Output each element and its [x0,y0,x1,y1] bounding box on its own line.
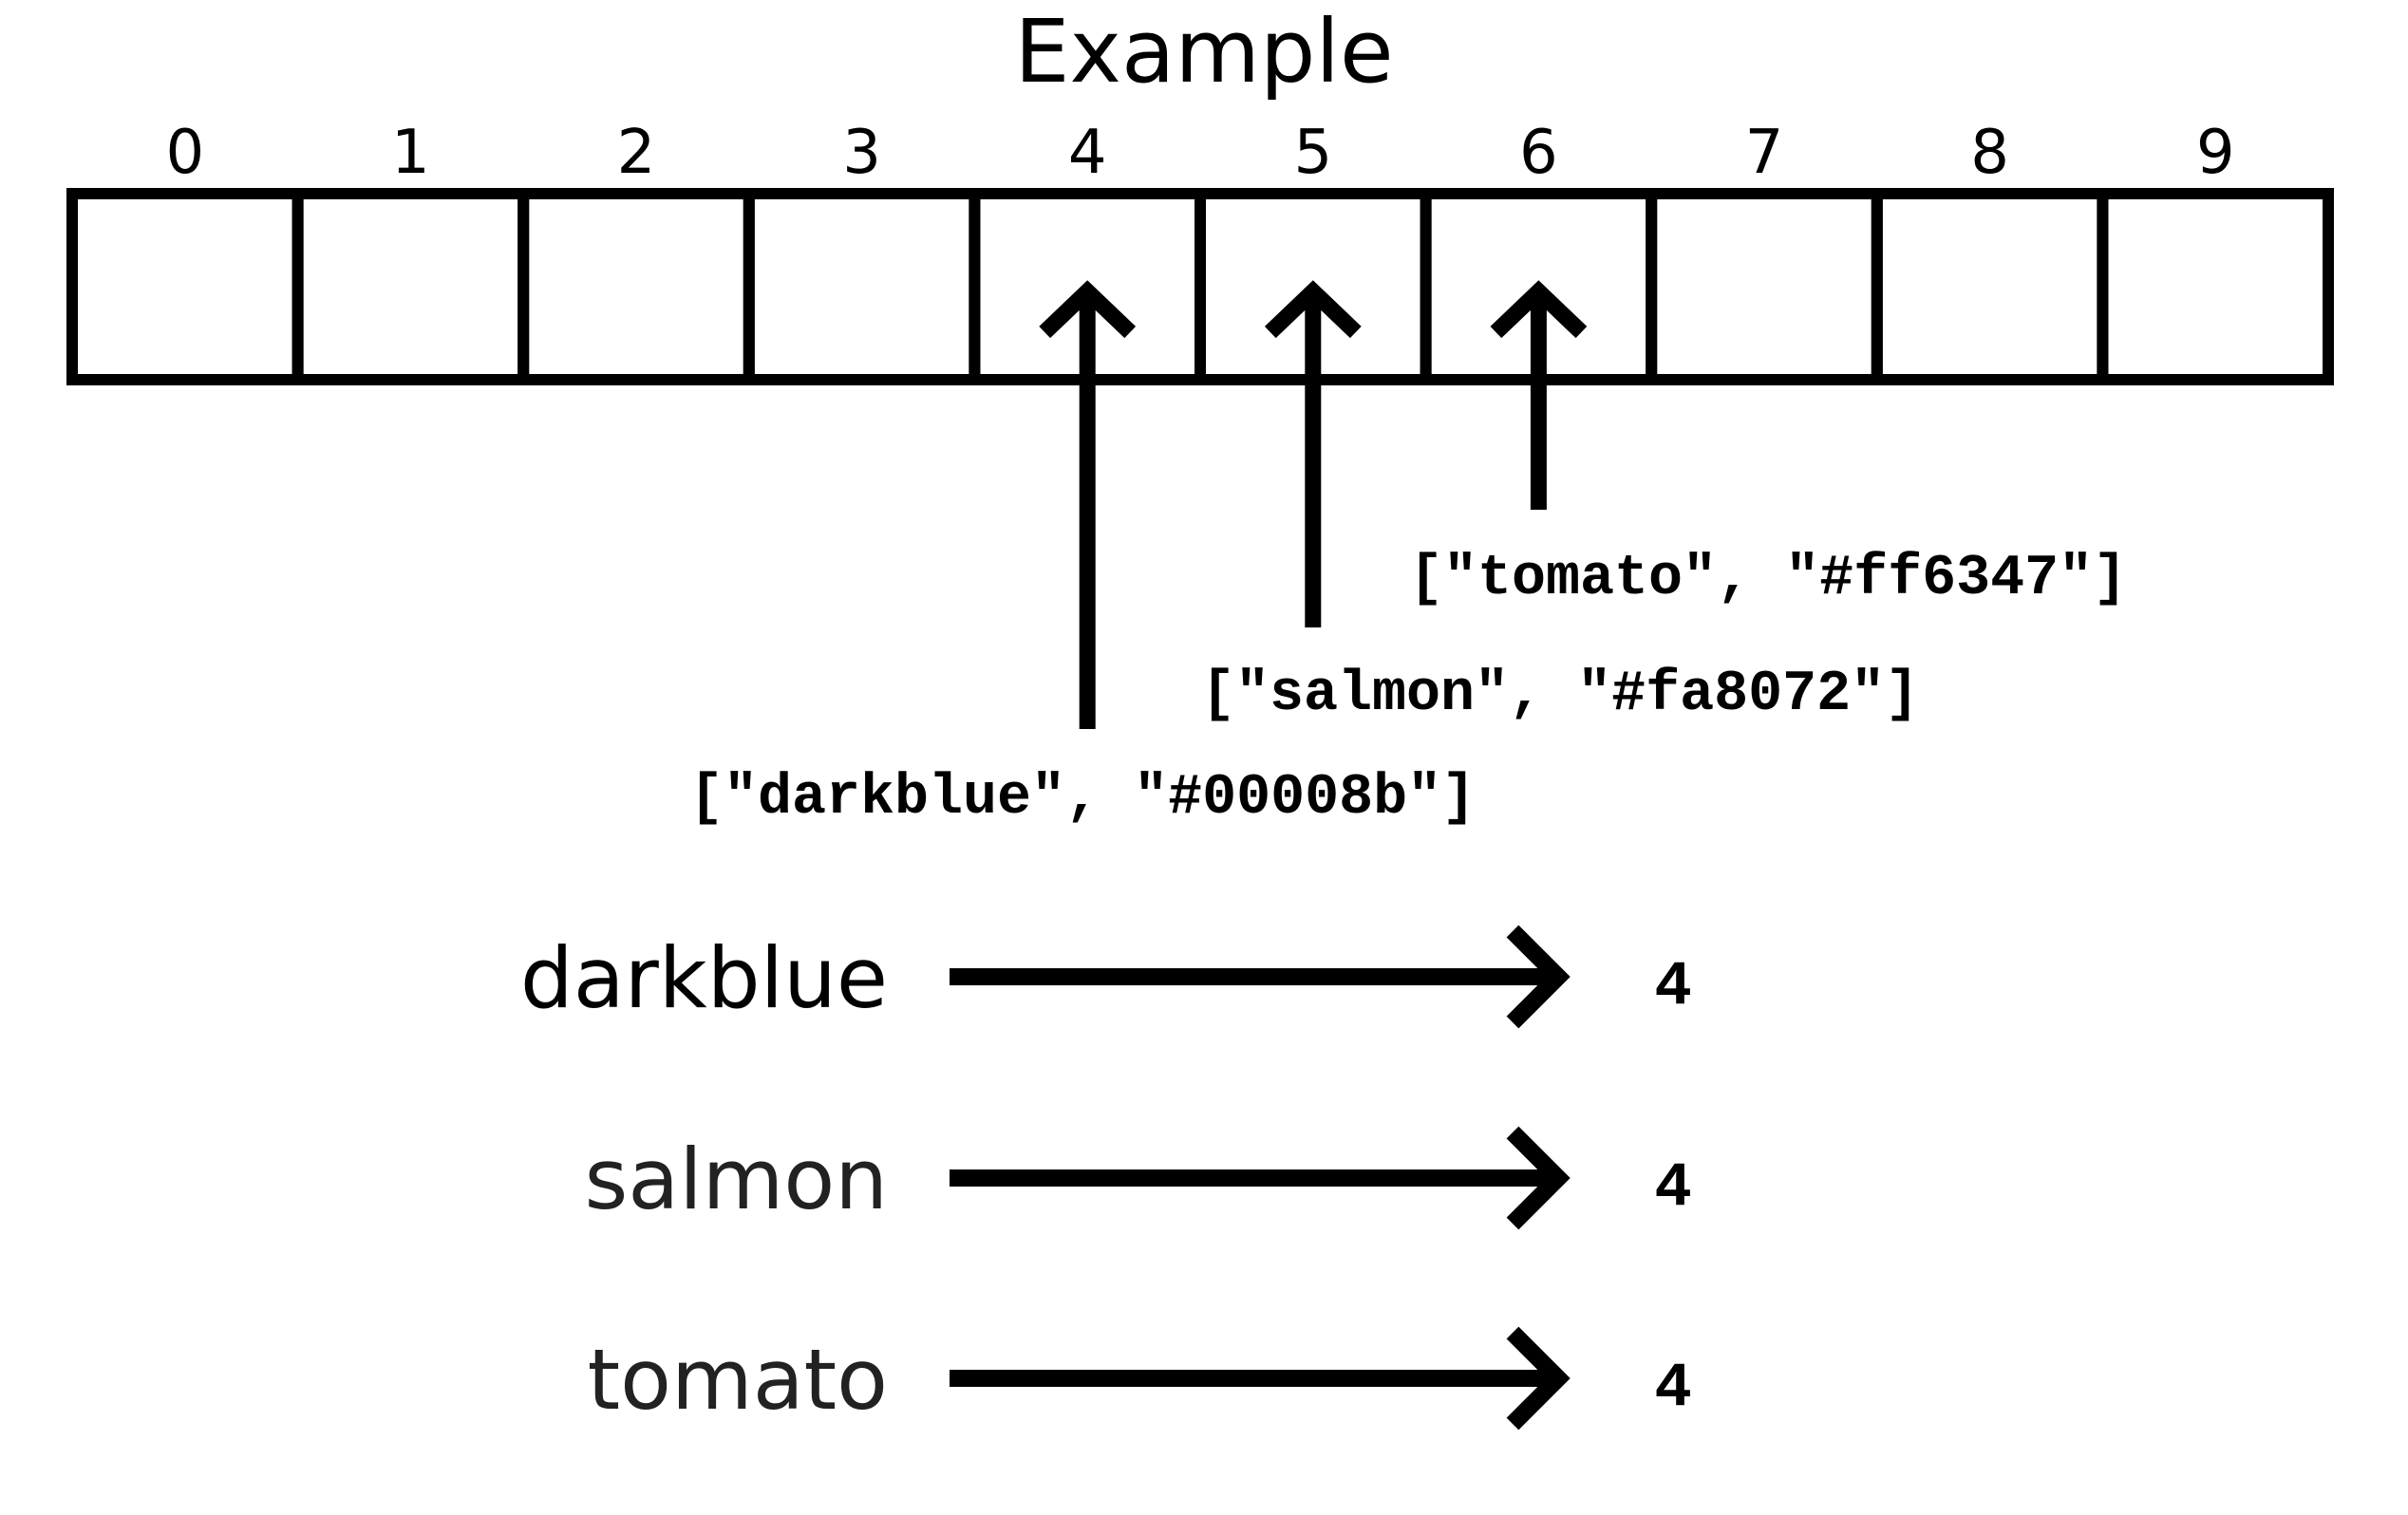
arrow-right-icon [1506,1126,1571,1230]
pointer-arrow-tomato [1490,280,1588,510]
array-cell [1871,188,2109,385]
index-label: 0 [165,118,204,188]
array-cell [743,188,981,385]
key-label: salmon [584,1131,888,1228]
tuple-label-darkblue: ["darkblue", "#00008b"] [689,766,1476,831]
index-label: 1 [391,118,430,188]
pointer-arrow-darkblue [1039,280,1137,729]
index-labels: 0 1 2 3 4 5 6 7 8 9 [165,118,2234,188]
index-label: 6 [1519,118,1558,188]
key-label: tomato [588,1331,888,1429]
hash-mapping-rows: darkblue 4 salmon 4 tomato 4 [520,925,1692,1431]
arrow-up-icon [1490,280,1588,339]
array-cells [66,188,2334,385]
index-label: 7 [1745,118,1784,188]
arrow-right-icon [1506,925,1571,1029]
key-label: darkblue [520,929,888,1027]
hash-row-salmon: salmon 4 [584,1126,1692,1230]
hash-row-tomato: tomato 4 [588,1326,1692,1431]
array-cell [2097,188,2334,385]
tuple-labels: ["darkblue", "#00008b"] ["salmon", "#fa80… [689,547,2127,831]
index-label: 8 [1970,118,2009,188]
index-label: 2 [617,118,656,188]
pointer-arrows [1039,280,1588,729]
hash-value: 4 [1654,951,1692,1022]
array-cell [292,188,530,385]
index-label: 4 [1068,118,1107,188]
pointer-arrow-salmon [1264,280,1362,627]
index-label: 3 [842,118,881,188]
arrow-up-icon [1039,280,1137,339]
array-cell [1646,188,1883,385]
tuple-label-salmon: ["salmon", "#fa8072"] [1201,663,1919,727]
array-cell [517,188,755,385]
arrow-up-icon [1264,280,1362,339]
hash-value: 4 [1654,1152,1692,1224]
index-label: 5 [1293,118,1332,188]
array-cell [66,188,304,385]
index-label: 9 [2196,118,2235,188]
hash-row-darkblue: darkblue 4 [520,925,1692,1029]
tuple-label-tomato: ["tomato", "#ff6347"] [1409,547,2127,611]
hash-value: 4 [1654,1353,1692,1424]
arrow-right-icon [1506,1326,1571,1431]
diagram-title: Example [1014,1,1393,103]
